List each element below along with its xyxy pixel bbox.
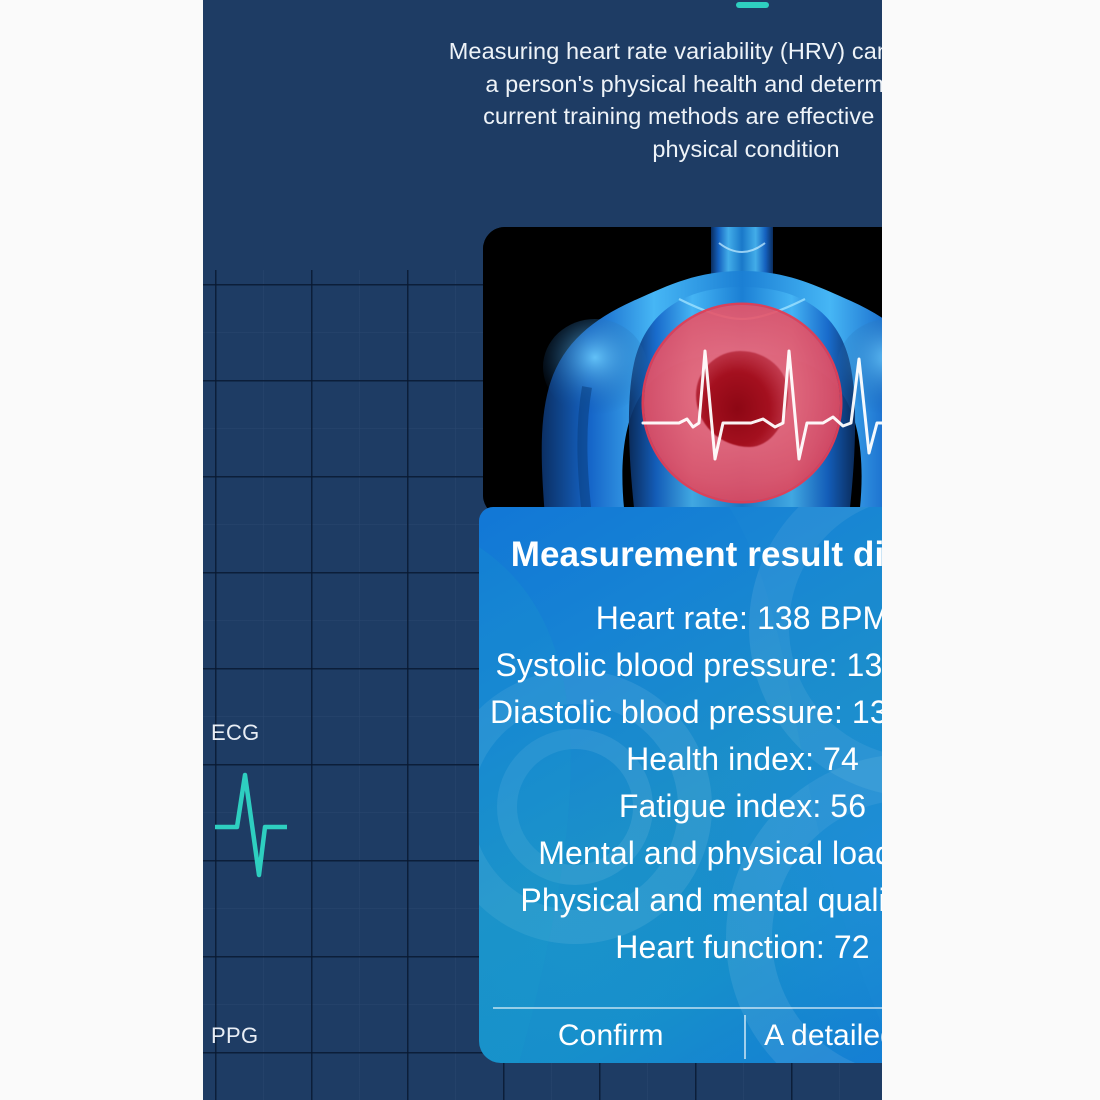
panel-divider-horizontal [493, 1007, 882, 1009]
metric-row-heart-function: Heart function: 72 [615, 929, 870, 965]
measurement-result-panel: Measurement result display Heart rate: 1… [479, 507, 882, 1063]
metric-row-physical-mental-quality: Physical and mental quality: 67 [520, 882, 882, 918]
metric-row-systolic: Systolic blood pressure: 138mmhg [495, 647, 882, 683]
metric-row-diastolic: Diastolic blood pressure: 138mmhg [490, 694, 882, 730]
status-indicator-bar [736, 2, 769, 8]
ppg-label: PPG [211, 1023, 259, 1048]
ecg-label: ECG [211, 720, 260, 745]
ecg-trace-overlay [641, 349, 882, 461]
metrics-list: Heart rate: 138 BPM Systolic blood press… [479, 595, 882, 971]
panel-decorative-swirls [479, 507, 882, 1063]
heart-scan-image [483, 227, 882, 517]
metric-row-health-index: Health index: 74 [626, 741, 859, 777]
panel-content: Measurement result display Heart rate: 1… [479, 507, 882, 1063]
metric-row-fatigue-index: Fatigue index: 56 [618, 788, 867, 824]
metric-row-mental-physical-load: Mental and physical load: 65 [538, 835, 882, 871]
metric-row-heart-rate: Heart rate: 138 BPM [595, 600, 882, 636]
panel-title: Measurement result display [510, 535, 882, 574]
confirm-button[interactable]: Confirm [557, 1019, 664, 1052]
ecg-waveform-left [215, 772, 287, 878]
panel-divider-vertical [744, 1015, 746, 1059]
intro-text: Measuring heart rate variability (HRV) c… [448, 38, 882, 162]
detailed-report-button[interactable]: A detailed report [764, 1019, 882, 1052]
panel-action-bar: Confirm A detailed report [479, 1009, 882, 1063]
phone-screen: Measuring heart rate variability (HRV) c… [203, 0, 882, 1100]
